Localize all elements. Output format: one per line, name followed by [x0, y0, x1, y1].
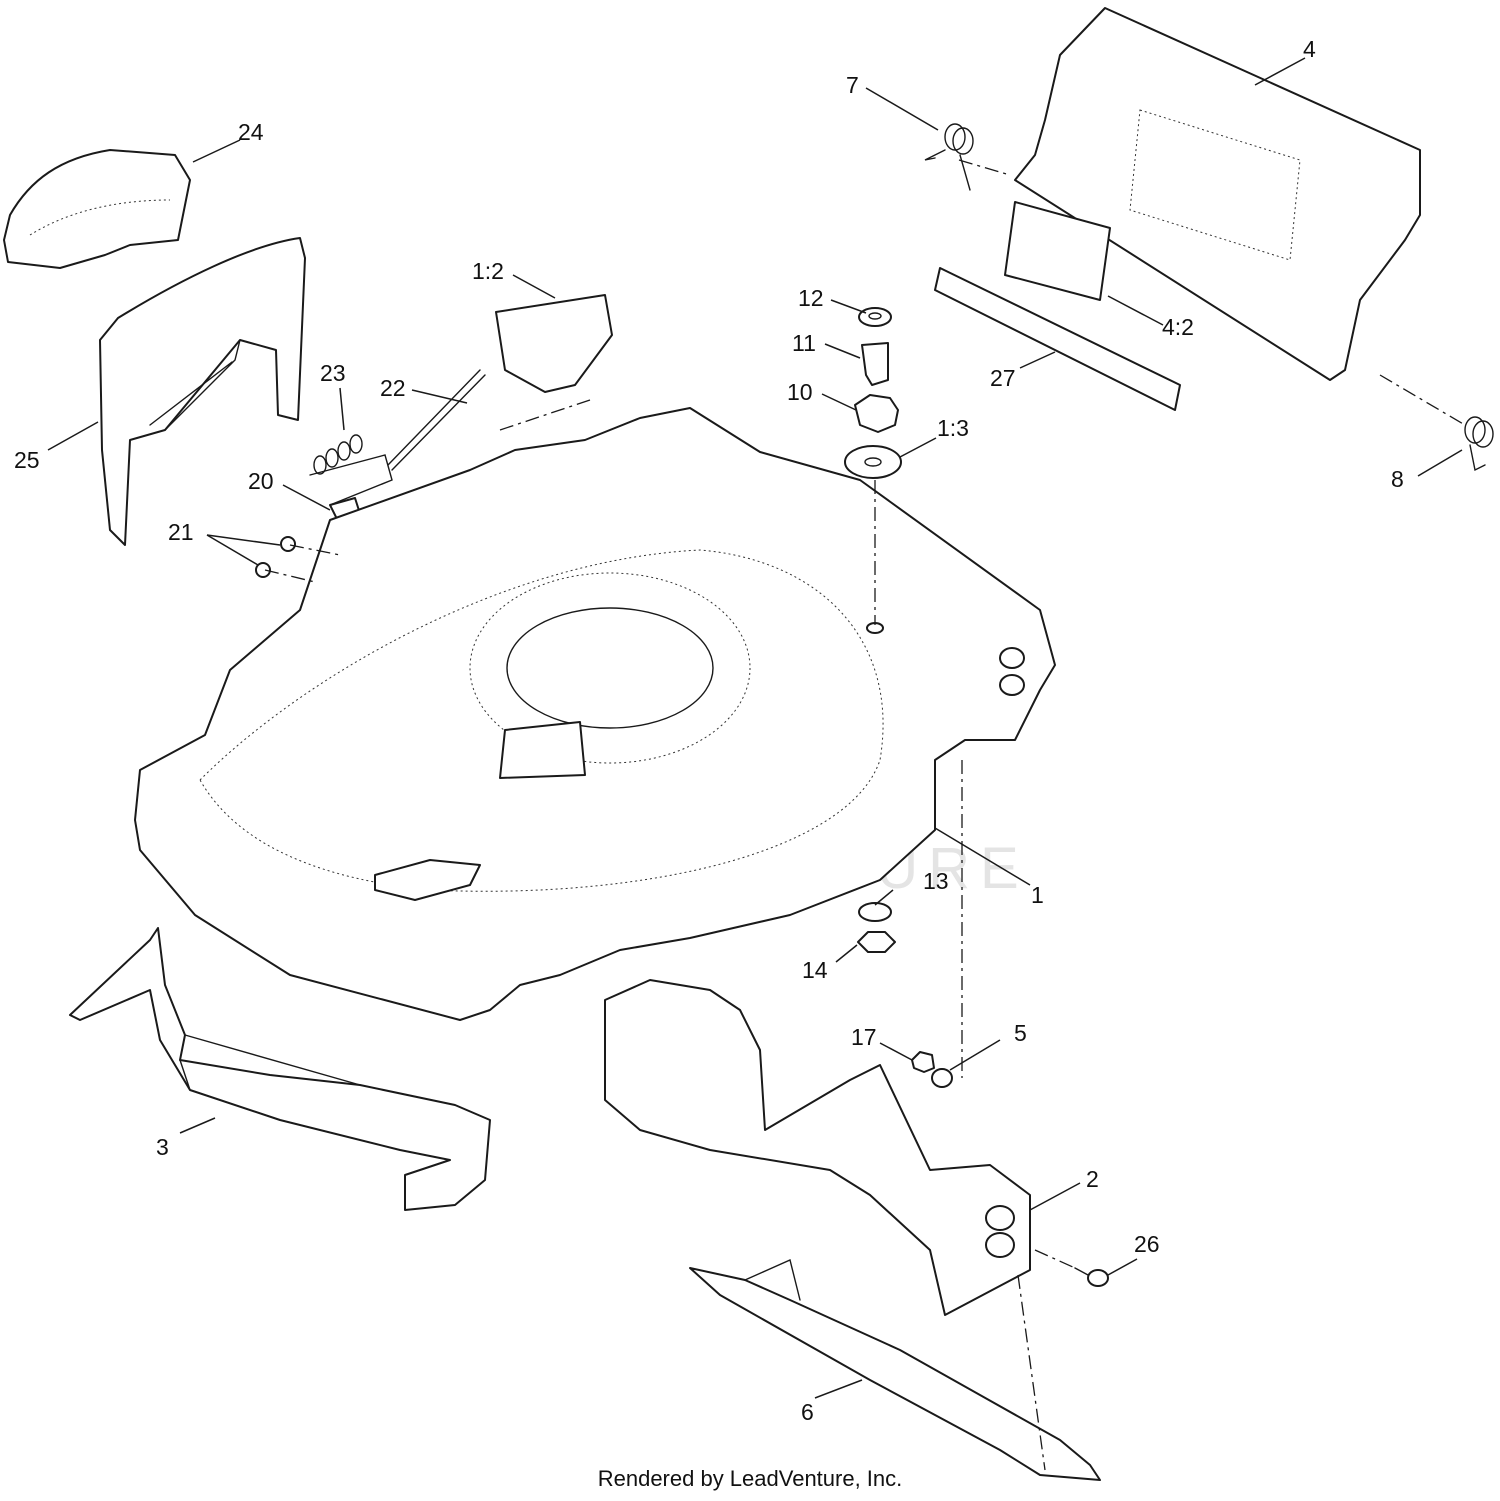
part-6-skirt[interactable]: [689, 1267, 1101, 1481]
callout-23: 23: [320, 360, 346, 386]
callout-27: 27: [990, 365, 1016, 391]
part-1-deck[interactable]: [134, 407, 1056, 1021]
callout-11: 11: [792, 330, 816, 356]
part-27-strip[interactable]: [934, 267, 1181, 411]
part-17-nut[interactable]: [911, 1051, 935, 1073]
callout-13: 13: [923, 868, 949, 894]
callout-7: 7: [846, 72, 859, 98]
callout-21: 21: [168, 519, 194, 545]
part-7-spring[interactable]: [924, 123, 974, 191]
part-5-spacer[interactable]: [931, 1068, 953, 1088]
part-12-washer[interactable]: [858, 307, 892, 327]
callout-22: 22: [380, 375, 406, 401]
part-23-spring[interactable]: [309, 434, 393, 506]
callout-8: 8: [1391, 466, 1404, 492]
part-10-knob[interactable]: [854, 394, 899, 433]
part-11-bushing[interactable]: [861, 342, 889, 386]
callout-labels: 1 2 3 4 5 6 7 8 10 11 12 13 14 17 20 21 …: [14, 36, 1404, 1425]
leader-lines: [47, 57, 1463, 1399]
part-14-nut[interactable]: [857, 931, 896, 953]
part-8-spring[interactable]: [1464, 416, 1494, 472]
callout-10: 10: [787, 379, 813, 405]
callout-4-2: 4:2: [1162, 314, 1194, 340]
callout-1-2: 1:2: [472, 258, 504, 284]
part-4-rear-door[interactable]: [1014, 7, 1421, 381]
callout-14: 14: [802, 957, 828, 983]
callout-26: 26: [1134, 1231, 1160, 1257]
part-1-2-decal[interactable]: [495, 294, 613, 393]
callout-2: 2: [1086, 1166, 1099, 1192]
part-2-chute[interactable]: [604, 979, 1031, 1316]
callout-12: 12: [798, 285, 824, 311]
callout-6: 6: [801, 1399, 814, 1425]
part-21-screws[interactable]: [255, 536, 296, 578]
callout-25: 25: [14, 447, 40, 473]
part-24-cover[interactable]: [3, 149, 191, 269]
callout-1-3: 1:3: [937, 415, 969, 441]
callout-3: 3: [156, 1134, 169, 1160]
part-13-washer[interactable]: [858, 902, 892, 922]
part-1-3-washer[interactable]: [844, 445, 902, 479]
callout-17: 17: [851, 1024, 877, 1050]
callout-24: 24: [238, 119, 264, 145]
callout-20: 20: [248, 468, 274, 494]
callout-1: 1: [1031, 882, 1044, 908]
callout-4: 4: [1303, 36, 1316, 62]
part-25-deflector[interactable]: [99, 237, 306, 546]
part-22-rod[interactable]: [387, 369, 481, 466]
footer-credit: Rendered by LeadVenture, Inc.: [597, 1466, 903, 1491]
part-26-screw[interactable]: [1074, 1267, 1109, 1287]
callout-5: 5: [1014, 1020, 1027, 1046]
part-4-2-decal[interactable]: [1004, 201, 1111, 301]
part-3-bracket[interactable]: [69, 927, 491, 1211]
